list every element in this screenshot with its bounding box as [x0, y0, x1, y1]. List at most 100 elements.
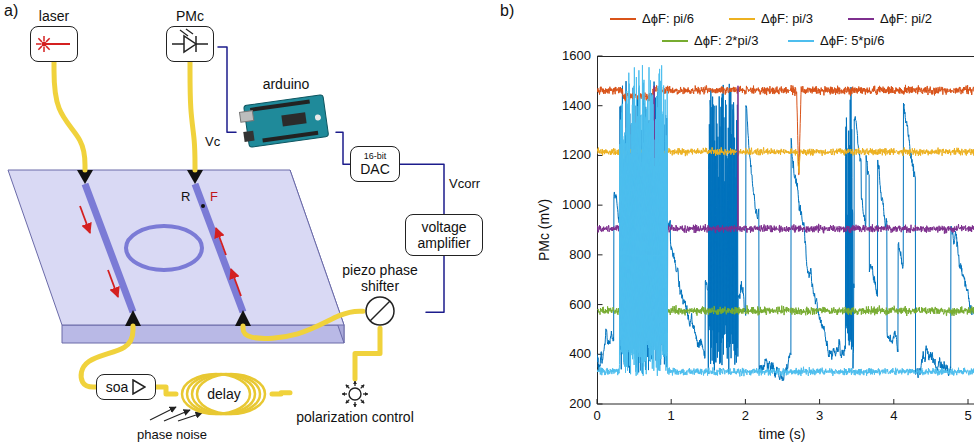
line-part: [36, 43, 41, 45]
legend-entry: ΔϕF: pi/3: [727, 11, 813, 26]
legend-line-sample: [848, 18, 874, 20]
tick-mark: [598, 254, 603, 255]
node-label: laser: [26, 8, 82, 24]
y-tick-label: 800: [569, 248, 591, 262]
tick-mark: [598, 205, 603, 206]
tick-mark: [598, 404, 603, 405]
circle-part: [315, 114, 322, 121]
legend-text: ΔϕF: 5*pi/6: [820, 33, 884, 48]
line-part: [38, 38, 42, 42]
y-tick-label: 1600: [562, 49, 591, 63]
connectors: [156, 47, 444, 394]
node-label: delay: [204, 386, 243, 402]
legend-line: [727, 12, 757, 26]
noise-arrow: [164, 410, 190, 421]
x-tick-label: 1: [668, 409, 675, 423]
node-label: PMc: [162, 8, 218, 24]
polygon-part: [361, 385, 365, 389]
tick-mark: [671, 399, 672, 404]
x-tick-label: 3: [816, 409, 823, 423]
optical-fiber: [243, 311, 363, 338]
rect-part: [262, 131, 318, 143]
line-part: [196, 43, 208, 45]
port-label: F: [210, 190, 218, 204]
soa-amplifier: soa: [96, 374, 156, 400]
legend-entry: ΔϕF: 2*pi/3: [660, 33, 758, 48]
laser-symbol: [30, 26, 78, 62]
node-label: arduino: [236, 76, 336, 92]
x-tick-label: 2: [742, 409, 749, 423]
legend-line-sample: [610, 18, 636, 20]
legend-text: ΔϕF: 2*pi/3: [694, 33, 758, 48]
direction-arrow: [80, 206, 90, 233]
line-part: [44, 43, 70, 45]
fiber-link: [272, 393, 290, 394]
optical-fiber: [54, 62, 85, 170]
ellipse-part: [192, 374, 260, 414]
y-tick-label: 200: [569, 397, 591, 411]
legend-line: [786, 34, 816, 48]
legend-text: ΔϕF: pi/2: [880, 11, 932, 26]
svg-part: [238, 92, 334, 148]
signal-wire: [400, 164, 444, 214]
legend-text: ΔϕF: pi/6: [642, 11, 694, 26]
polygon-part: [365, 392, 368, 396]
box-content: soa: [103, 379, 149, 395]
line-part: [46, 38, 50, 42]
tick-mark: [745, 399, 746, 404]
line-part: [346, 385, 350, 389]
polygon-part: [353, 404, 357, 407]
noise-label: phase noise: [137, 428, 207, 442]
tick-mark: [598, 56, 603, 57]
pol-symbol: [290, 379, 420, 409]
line-part: [186, 29, 193, 34]
y-tick-label: 1200: [562, 148, 591, 162]
rect-part: [244, 95, 329, 148]
y-tick-label: 400: [569, 347, 591, 361]
svg-part: [32, 28, 76, 60]
line-part: [361, 400, 365, 404]
box-content: voltage amplifier: [412, 219, 476, 251]
axis-title: time (s): [759, 427, 806, 442]
ring-resonator: [126, 226, 202, 270]
tick-mark: [598, 155, 603, 156]
rect-part: [281, 112, 306, 126]
polygon-part: [342, 392, 345, 396]
delay-coil: delay: [176, 368, 272, 420]
line-part: [43, 36, 45, 41]
node-label: 16-bit: [364, 151, 387, 161]
plot-frame: [598, 57, 974, 405]
line-part: [47, 43, 52, 45]
fiber-link: [156, 387, 176, 394]
fiber-link: [355, 328, 380, 379]
noise-arrow: [178, 413, 202, 421]
x-tick-label: 5: [964, 409, 971, 423]
line-part: [43, 47, 45, 52]
signal-name: Vcorr: [448, 176, 481, 191]
tick-mark: [819, 399, 820, 404]
line-part: [346, 400, 350, 404]
rect-part: [250, 100, 310, 112]
polygon-part: [346, 400, 350, 404]
optical-fiber: [190, 62, 195, 170]
line-part: [46, 46, 50, 50]
polygon-part: [346, 385, 350, 389]
node-label: soa: [106, 379, 129, 395]
tick-mark: [968, 399, 969, 404]
arduino-symbol: [236, 92, 336, 148]
rect-part: [243, 131, 254, 142]
polygon-part: [133, 380, 145, 394]
circle-part: [349, 388, 361, 400]
amplifier-box: voltage amplifier: [405, 214, 483, 256]
panel-letter: b): [500, 2, 514, 20]
y-tick-label: 1400: [562, 99, 591, 113]
signal-wire: [426, 256, 444, 312]
pmc-symbol: [166, 26, 214, 62]
arduino-board: arduino: [236, 76, 336, 148]
node-label: piezo phase shifter: [334, 262, 426, 294]
photodetector: PMc: [162, 8, 218, 62]
tick-mark: [893, 399, 894, 404]
legend-entry: ΔϕF: pi/2: [846, 11, 932, 26]
